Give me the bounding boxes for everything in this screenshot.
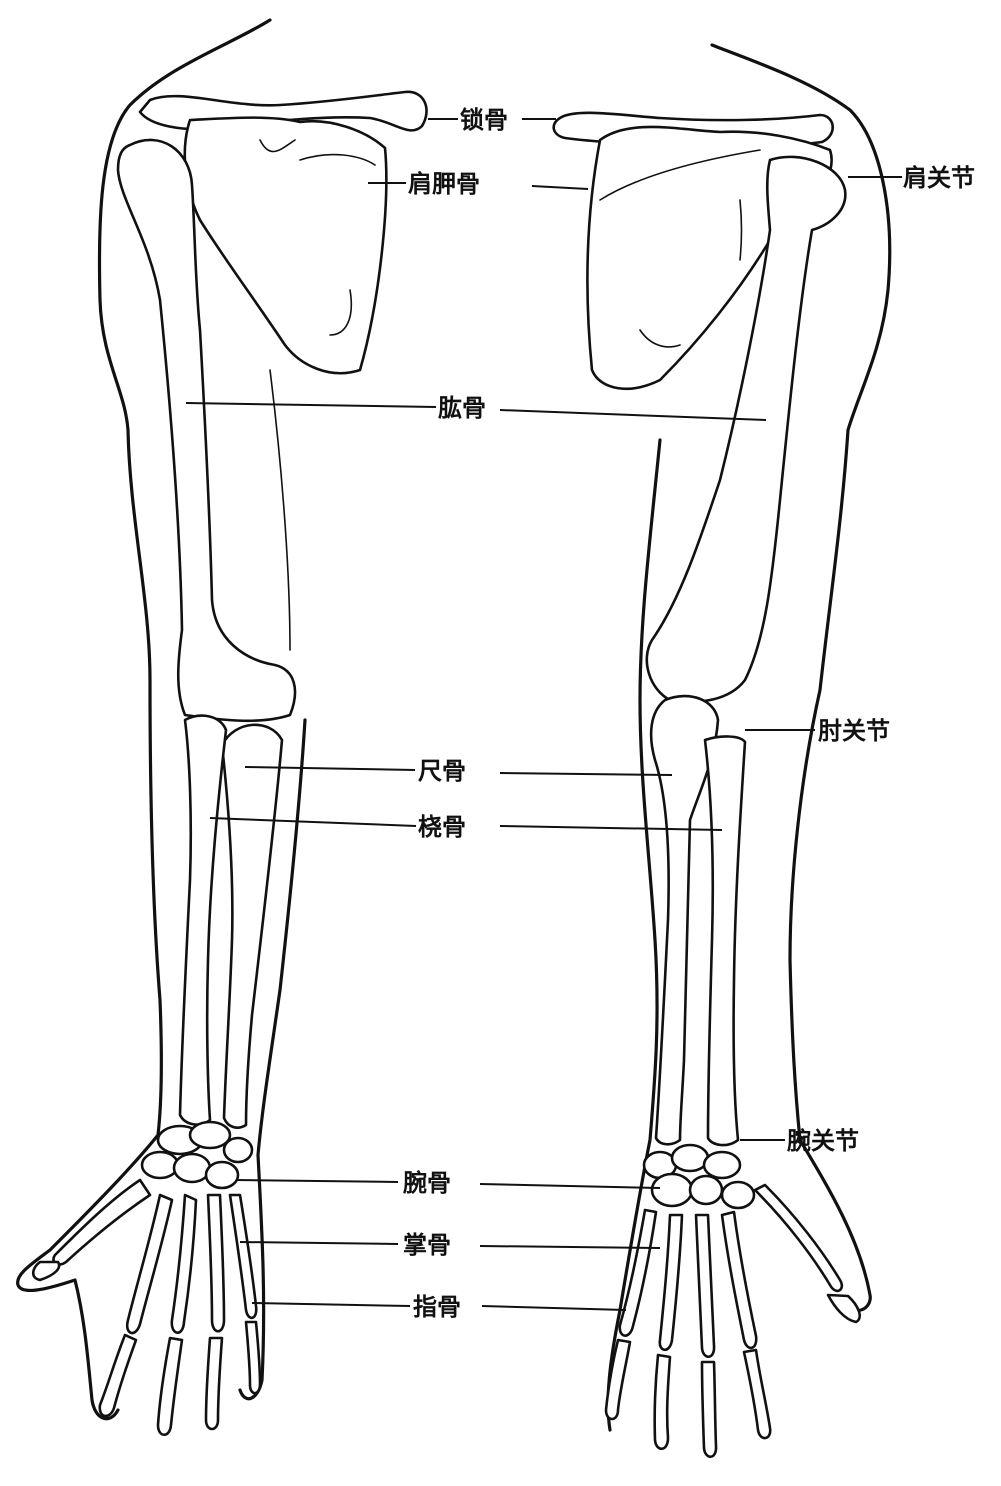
leader-humerus-right — [500, 410, 766, 420]
leader-phalanges-right — [482, 1306, 626, 1310]
label-wrist-joint: 腕关节 — [786, 1127, 859, 1155]
label-radius: 桡骨 — [418, 813, 466, 841]
label-phalanges: 指骨 — [413, 1293, 461, 1321]
label-ulna: 尺骨 — [418, 757, 466, 785]
leader-metacarpals-right — [480, 1246, 660, 1248]
leader-scapula-right — [532, 186, 588, 189]
right-radius — [705, 736, 745, 1145]
right-arm — [554, 45, 890, 1457]
left-hand-bones — [33, 1180, 260, 1435]
label-carpals: 腕骨 — [402, 1169, 451, 1197]
right-hand-bones — [606, 1185, 860, 1457]
left-arm — [18, 20, 427, 1435]
left-ulna — [222, 725, 282, 1128]
label-scapula: 肩胛骨 — [408, 170, 480, 198]
label-humerus: 肱骨 — [438, 394, 486, 422]
left-humerus-edge — [270, 370, 290, 650]
left-radius — [180, 716, 226, 1125]
leader-humerus-left — [186, 403, 436, 407]
leader-phalanges-left — [252, 1303, 410, 1306]
left-scapula — [185, 118, 386, 374]
label-elbow-joint: 肘关节 — [818, 717, 890, 745]
label-metacarpals: 掌骨 — [403, 1231, 451, 1259]
label-clavicle: 锁骨 — [460, 106, 508, 134]
label-shoulder-joint: 肩关节 — [903, 164, 975, 192]
leader-ulna-right — [500, 773, 672, 775]
right-carpals — [644, 1145, 754, 1208]
leader-carpals-right — [480, 1184, 660, 1188]
